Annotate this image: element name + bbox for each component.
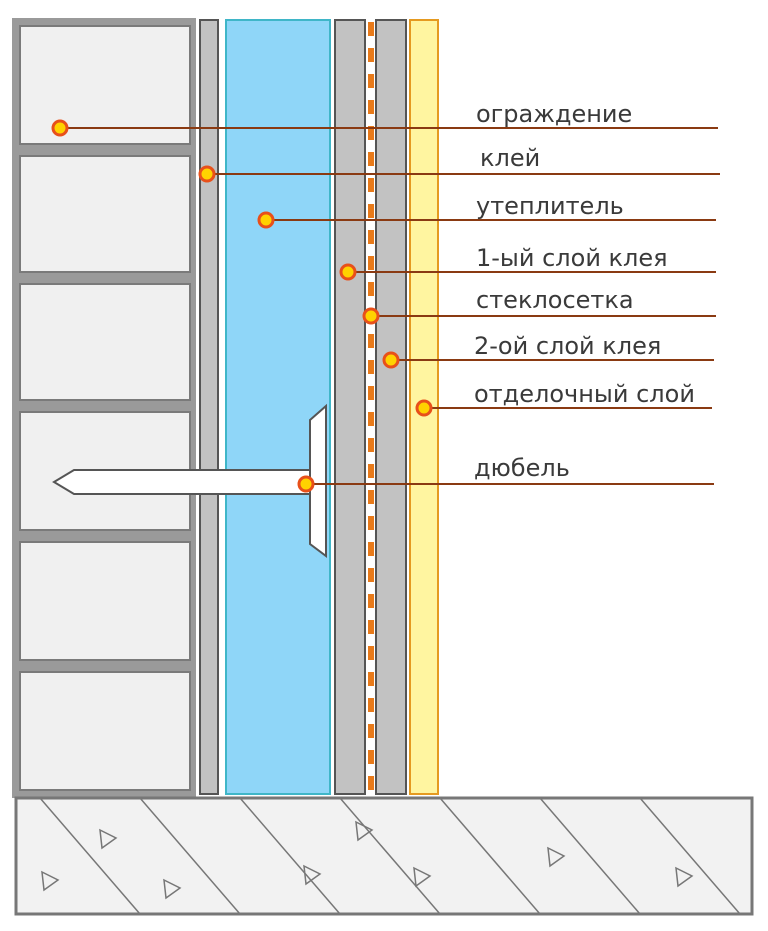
foundation-aggregate [99,828,118,850]
marker-dot-second-glue [382,351,400,369]
label-insulation: утеплитель [476,192,624,220]
dowel-shaft [52,469,311,495]
foundation-hatch-line [39,798,141,914]
foundation-slab [14,796,754,916]
dowel [52,403,327,558]
foundation-hatch-line [139,798,241,914]
insulation-layer [225,19,331,795]
foundation-hatch-line [439,798,541,914]
masonry-block [19,25,191,145]
masonry-block [19,283,191,401]
foundation-hatch-line [539,798,641,914]
marker-dot-finish [415,399,433,417]
foundation [14,796,754,916]
foundation-aggregate [163,878,182,900]
label-finishing-layer: отделочный слой [474,380,695,408]
masonry-mortar-background [12,18,196,798]
foundation-aggregate [41,870,60,892]
marker-dots [51,119,433,493]
label-enclosure: ограждение [476,100,632,128]
marker-dot-glue [198,165,216,183]
leader-lines [60,127,720,485]
labels: ограждение клей утеплитель 1-ый слой кле… [474,100,695,482]
glue-layer [199,19,219,795]
masonry-wall [12,18,196,798]
foundation-aggregate [303,864,322,886]
marker-dot-enclosure [51,119,69,137]
marker-dot-mesh [362,307,380,325]
second-glue-layer [375,19,407,795]
foundation-aggregate [413,866,432,888]
foundation-aggregate [675,866,694,888]
masonry-block [19,671,191,791]
foundation-aggregate [547,846,566,868]
masonry-block [19,541,191,661]
label-glue: клей [480,144,540,172]
first-glue-layer [334,19,366,795]
marker-dot-dowel [297,475,315,493]
marker-dot-first-glue [339,263,357,281]
label-dowel: дюбель [474,454,570,482]
foundation-hatch-line [339,798,441,914]
foundation-hatch-line [239,798,341,914]
label-second-glue-layer: 2-ой слой клея [474,332,661,360]
foundation-hatch-line [639,798,741,914]
dowel-head [309,403,327,558]
foundation-aggregate [355,820,374,842]
marker-dot-insulation [257,211,275,229]
label-fiberglass-mesh: стеклосетка [476,286,634,314]
masonry-block [19,155,191,273]
label-first-glue-layer: 1-ый слой клея [476,244,668,272]
